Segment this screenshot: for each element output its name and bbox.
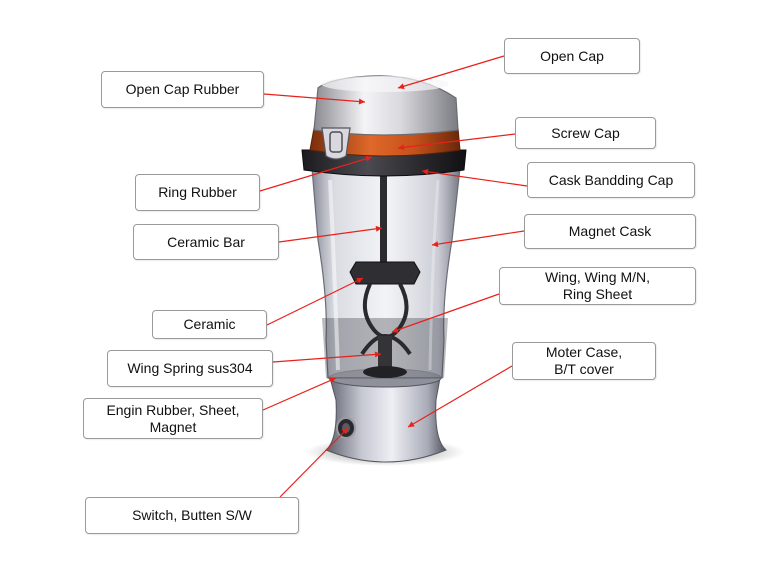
leader-magnet-cask-arrowhead	[432, 241, 439, 248]
label-ceramic-text: Ceramic	[183, 316, 236, 332]
label-moter-case-text-line1: Moter Case,	[545, 344, 623, 360]
leader-engin-rubber	[262, 377, 337, 411]
label-wing-text-line2: Ring Sheet	[562, 286, 633, 302]
leader-switch-arrowhead	[341, 428, 348, 435]
leader-wing-spring	[272, 353, 382, 363]
leader-screw-cap	[397, 133, 516, 149]
leader-ring-rubber	[259, 156, 373, 192]
label-ring-rubber: Ring Rubber	[135, 174, 260, 211]
label-engin-rubber: Engin Rubber, Sheet, Magnet	[83, 398, 263, 439]
leader-screw-cap-arrowhead	[398, 144, 405, 151]
label-wing-text-line1: Wing, Wing M/N,	[544, 269, 650, 285]
leader-cask-bandding-arrowhead	[422, 168, 429, 175]
label-cask-bandding-cap: Cask Bandding Cap	[527, 162, 695, 198]
leader-open-cap-rubber-arrowhead	[358, 98, 365, 105]
label-ring-rubber-text: Ring Rubber	[158, 184, 237, 200]
label-open-cap-rubber: Open Cap Rubber	[101, 71, 264, 108]
ceramic-shape	[349, 261, 421, 285]
leader-open-cap	[397, 55, 505, 89]
leader-ring-rubber-arrowhead	[365, 155, 372, 162]
label-moter-case: Moter Case, B/T cover	[512, 342, 656, 380]
label-open-cap: Open Cap	[504, 38, 640, 74]
label-open-cap-text: Open Cap	[540, 47, 604, 64]
leader-ceramic-bar-arrowhead	[375, 225, 382, 232]
label-magnet-cask: Magnet Cask	[524, 214, 696, 249]
ceramic-bar-shape	[380, 176, 387, 262]
label-magnet-cask-text: Magnet Cask	[568, 223, 652, 239]
label-engin-rubber-text-line2: Magnet	[149, 418, 197, 435]
label-switch: Switch, Butten S/W	[85, 497, 299, 534]
leader-moter-case	[407, 365, 513, 428]
label-cask-bandding-cap-text: Cask Bandding Cap	[548, 171, 674, 188]
open-cap-rubber-shape	[321, 127, 351, 160]
leader-switch	[279, 427, 349, 498]
label-ceramic-bar-text: Ceramic Bar	[167, 233, 245, 250]
label-switch-text: Switch, Butten S/W	[132, 507, 252, 523]
leader-ceramic	[266, 277, 364, 326]
label-engin-rubber-text-line1: Engin Rubber, Sheet,	[106, 401, 240, 418]
leader-engin-rubber-arrowhead	[329, 377, 336, 384]
label-screw-cap-text: Screw Cap	[551, 124, 620, 141]
label-ceramic-bar: Ceramic Bar	[133, 224, 279, 260]
moter-case-shape	[325, 377, 447, 463]
leader-wing-spring-arrowhead	[374, 351, 381, 358]
label-screw-cap: Screw Cap	[515, 117, 656, 149]
leader-open-cap-rubber	[263, 93, 366, 103]
label-wing-spring-text: Wing Spring sus304	[127, 360, 253, 376]
leader-moter-case-arrowhead	[408, 421, 415, 427]
leader-open-cap-arrowhead	[398, 83, 405, 90]
label-open-cap-rubber-text: Open Cap Rubber	[125, 81, 240, 97]
label-moter-case-text-line2: B/T cover	[554, 361, 614, 377]
label-ceramic: Ceramic	[152, 310, 267, 339]
leader-ceramic-arrowhead	[356, 277, 363, 284]
leader-cask-bandding	[421, 170, 528, 187]
leader-wing	[391, 293, 500, 333]
label-wing-spring: Wing Spring sus304	[107, 350, 273, 387]
leader-magnet-cask	[431, 230, 525, 246]
label-wing: Wing, Wing M/N, Ring Sheet	[499, 267, 696, 305]
leader-wing-arrowhead	[392, 327, 399, 333]
leader-ceramic-bar	[278, 227, 383, 243]
